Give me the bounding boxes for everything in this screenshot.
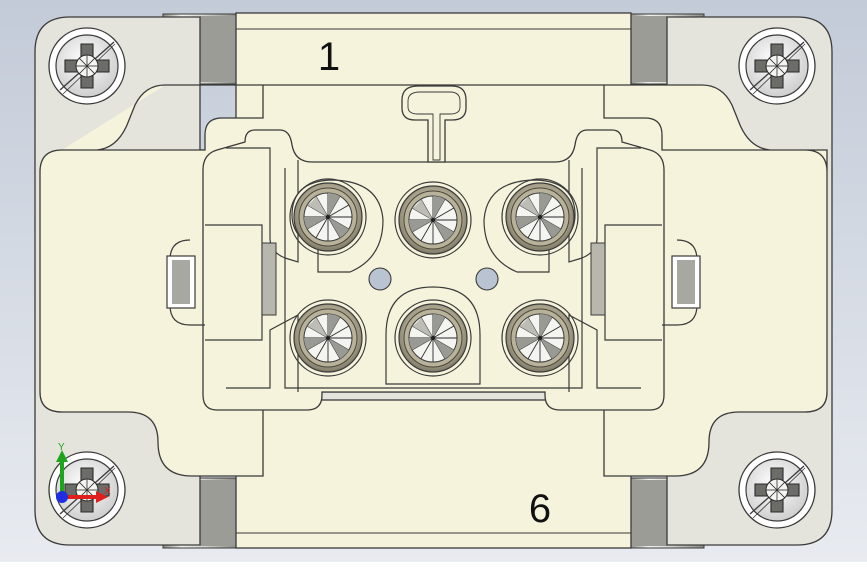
triad-x-label: X (104, 486, 111, 497)
side-latches (166, 242, 701, 316)
bottom-band (235, 399, 632, 549)
coordinate-triad: Y X (56, 442, 111, 503)
contact-6[interactable] (501, 299, 579, 377)
screw-bottom-right[interactable] (738, 451, 816, 529)
contact-4[interactable] (289, 299, 367, 377)
contact-1[interactable] (289, 178, 367, 256)
label-contact-6: 6 (529, 487, 551, 531)
screw-top-left[interactable] (48, 27, 126, 105)
keying-tab (401, 85, 467, 163)
contact-2[interactable] (394, 181, 472, 259)
triad-y-label: Y (58, 442, 65, 453)
contact-5[interactable] (394, 299, 472, 377)
screw-top-right[interactable] (738, 27, 816, 105)
contact-3[interactable] (501, 178, 579, 256)
label-contact-1: 1 (318, 35, 340, 79)
coding-holes (368, 267, 499, 291)
